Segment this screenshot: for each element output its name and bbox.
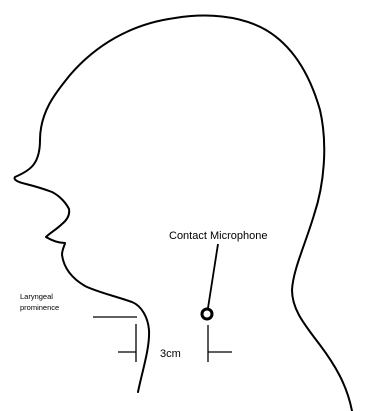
head-profile-outline bbox=[15, 16, 352, 411]
laryngeal-label-line1: Laryngeal bbox=[20, 292, 53, 301]
contact-microphone-label: Contact Microphone bbox=[169, 230, 267, 242]
distance-label: 3cm bbox=[160, 348, 181, 360]
microphone-sensor bbox=[202, 309, 212, 319]
microphone-cable bbox=[208, 244, 218, 308]
laryngeal-label-line2: prominence bbox=[20, 303, 59, 312]
